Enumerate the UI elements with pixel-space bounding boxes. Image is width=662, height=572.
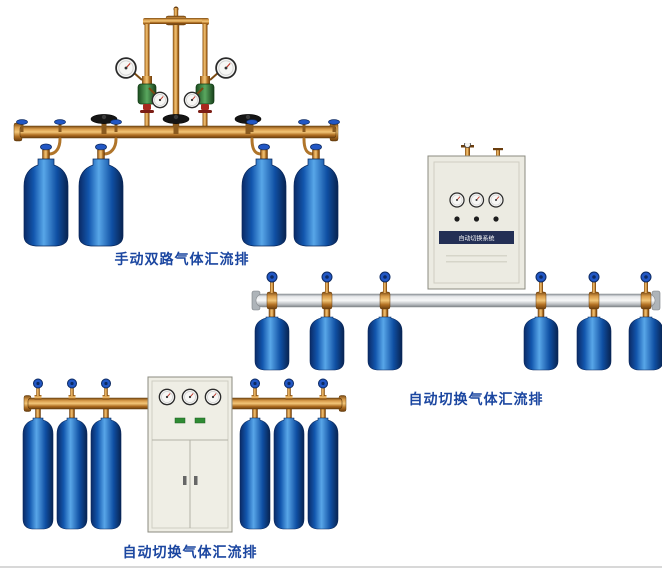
gas-cylinder bbox=[628, 308, 662, 371]
right-drop-pipe bbox=[202, 24, 208, 126]
door-handle bbox=[194, 476, 198, 485]
door-handle bbox=[183, 476, 187, 485]
cabinet-body bbox=[427, 155, 526, 290]
cabinet-label: 自动切换系统 bbox=[458, 235, 494, 243]
gas-cylinder bbox=[90, 408, 122, 530]
control-knob bbox=[493, 216, 499, 222]
caption-manual-dual-manifold: 手动双路气体汇流排 bbox=[114, 251, 250, 267]
top-valve-handle bbox=[493, 148, 503, 151]
top-mini-gauge bbox=[464, 143, 471, 148]
pressure-gauge bbox=[488, 192, 504, 208]
cylinder-stations bbox=[22, 378, 339, 530]
manual-dual-manifold-illustration bbox=[13, 6, 340, 247]
cylinder-station bbox=[273, 378, 305, 530]
cylinder-station bbox=[523, 271, 559, 371]
gas-cylinder bbox=[307, 408, 339, 530]
gas-cylinder bbox=[254, 308, 290, 371]
cylinder-station bbox=[367, 271, 403, 371]
header-pipe bbox=[145, 18, 207, 24]
cabinet-top-pipe bbox=[496, 148, 500, 156]
control-knob bbox=[454, 216, 460, 222]
control-cabinet: 自动切换系统 bbox=[427, 143, 526, 290]
cylinder-station bbox=[307, 378, 339, 530]
gas-cylinder bbox=[273, 408, 305, 530]
cylinder-station bbox=[576, 271, 612, 371]
pressure-gauge bbox=[468, 192, 485, 208]
cylinder-station bbox=[309, 271, 345, 371]
cylinder-station bbox=[239, 378, 271, 530]
cylinder-stations bbox=[254, 271, 662, 371]
pressure-gauge bbox=[449, 192, 465, 208]
gas-cylinder bbox=[309, 308, 345, 371]
cylinder-station bbox=[22, 378, 54, 530]
auto-switch-cabinet-manifold-illustration bbox=[22, 376, 347, 533]
pressure-gauge bbox=[204, 388, 222, 406]
pressure-gauge bbox=[115, 57, 137, 79]
control-cabinet bbox=[147, 376, 233, 533]
indicator-light bbox=[194, 417, 206, 424]
gas-cylinder bbox=[23, 143, 69, 247]
gas-cylinder bbox=[367, 308, 403, 371]
cabinet-door-panel bbox=[433, 161, 520, 284]
pressure-regulator bbox=[195, 76, 215, 113]
cabinet-label-strip bbox=[439, 231, 514, 244]
caption-auto-switch-wall-manifold: 自动切换气体汇流排 bbox=[408, 391, 544, 407]
cylinder-station bbox=[56, 378, 88, 530]
pressure-gauge bbox=[158, 388, 176, 406]
center-outlet-pipe bbox=[172, 25, 180, 126]
cylinder-station bbox=[90, 378, 122, 530]
cabinet-top-pipe bbox=[465, 144, 470, 156]
gas-cylinder bbox=[239, 408, 271, 530]
gas-cylinder bbox=[576, 308, 612, 371]
vent-slot bbox=[446, 255, 507, 257]
top-nipple bbox=[173, 8, 179, 17]
right-elbow bbox=[202, 18, 209, 25]
cylinder-station bbox=[628, 271, 662, 371]
page-bottom-border bbox=[0, 566, 662, 568]
gas-cylinder bbox=[56, 408, 88, 530]
control-knob bbox=[473, 216, 480, 222]
gas-cylinder bbox=[22, 408, 54, 530]
pigtail-hoses bbox=[47, 137, 315, 156]
gas-cylinder bbox=[523, 308, 559, 371]
indicator-light bbox=[174, 417, 186, 424]
auto-switch-wall-manifold-illustration: 自动切换系统 bbox=[251, 143, 662, 371]
cylinder-station bbox=[254, 271, 290, 371]
pressure-gauge bbox=[183, 91, 201, 109]
gas-cylinder bbox=[78, 143, 124, 247]
pressure-gauge bbox=[151, 91, 169, 109]
left-elbow bbox=[143, 18, 150, 25]
manifold-rail bbox=[255, 293, 656, 308]
caption-auto-switch-cabinet-manifold: 自动切换气体汇流排 bbox=[122, 544, 258, 560]
pressure-gauge bbox=[215, 57, 237, 79]
pressure-gauge bbox=[181, 388, 199, 406]
vent-slot bbox=[446, 261, 507, 263]
pressure-regulator bbox=[137, 76, 157, 113]
left-drop-pipe bbox=[144, 24, 150, 126]
